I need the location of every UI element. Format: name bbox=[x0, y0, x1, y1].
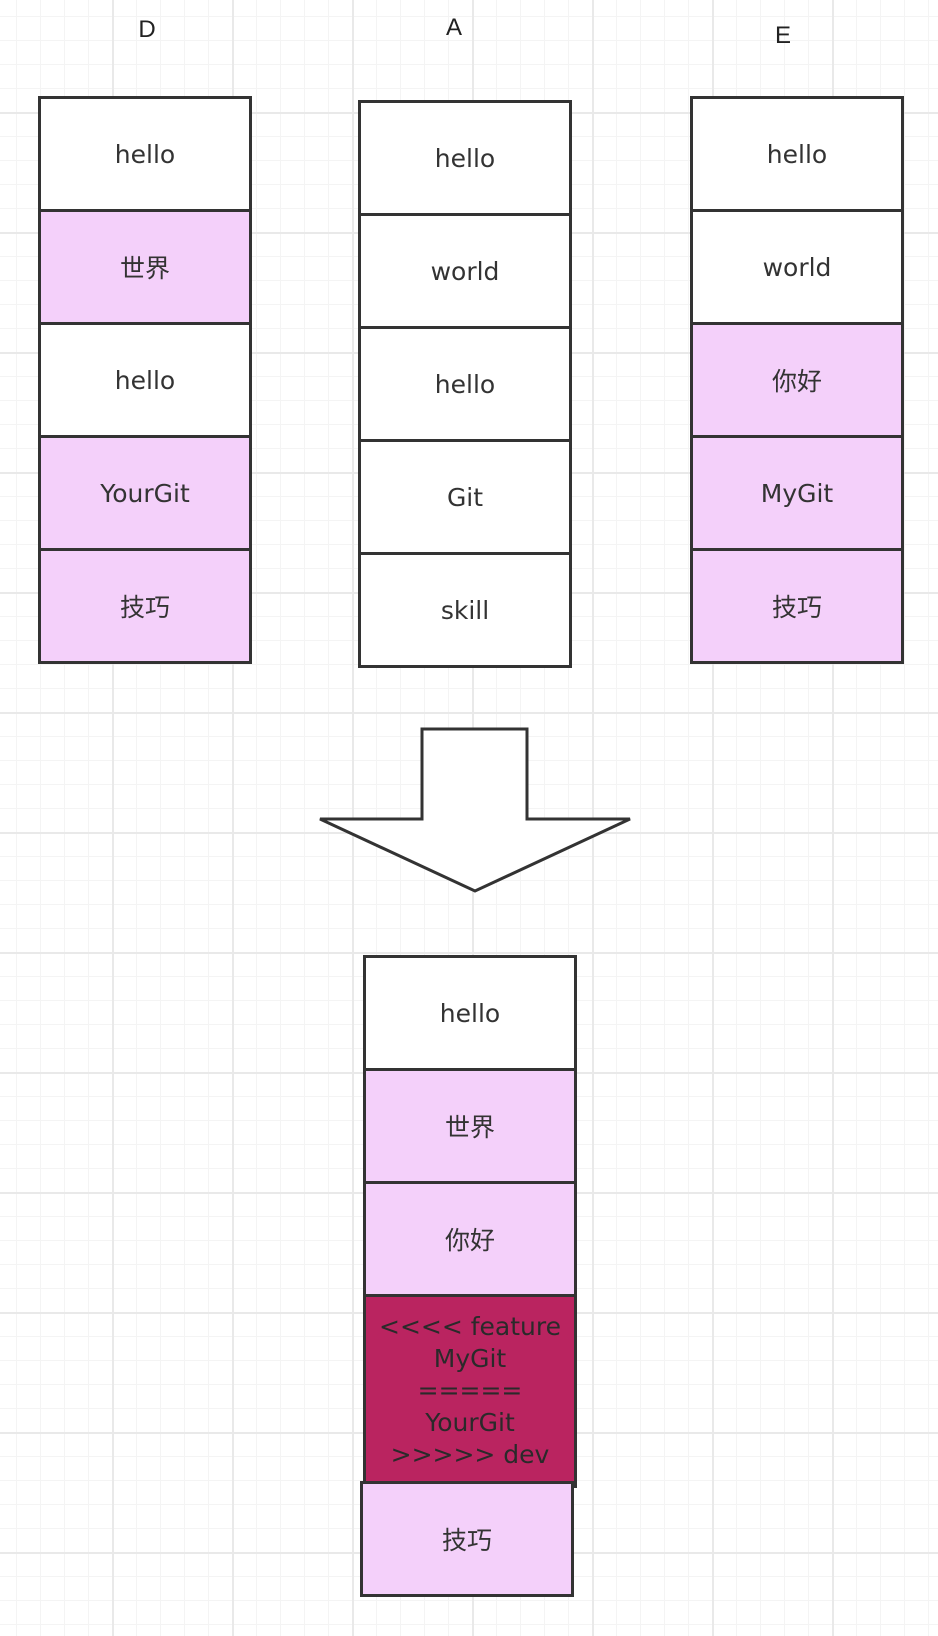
result-cell-last: 技巧 bbox=[360, 1481, 574, 1597]
column-label-d: D bbox=[138, 16, 156, 43]
conflict-marker-start: <<<< feature bbox=[379, 1312, 561, 1341]
cell-d-1: hello bbox=[38, 96, 252, 212]
cell-e-1: hello bbox=[690, 96, 904, 212]
conflict-ours: MyGit bbox=[433, 1344, 507, 1373]
column-label-e: E bbox=[774, 22, 791, 49]
cell-a-5: skill bbox=[358, 552, 572, 668]
cell-e-3: 你好 bbox=[690, 322, 904, 438]
result-cell-2: 世界 bbox=[363, 1068, 577, 1184]
cell-d-3: hello bbox=[38, 322, 252, 438]
conflict-marker-end: >>>>> dev bbox=[390, 1440, 550, 1469]
column-label-a: A bbox=[445, 14, 462, 41]
cell-a-2: world bbox=[358, 213, 572, 329]
cell-d-2: 世界 bbox=[38, 209, 252, 325]
cell-a-4: Git bbox=[358, 439, 572, 555]
cell-d-5: 技巧 bbox=[38, 548, 252, 664]
result-cell-1: hello bbox=[363, 955, 577, 1071]
conflict-separator: ===== bbox=[417, 1376, 523, 1405]
column-d-stack: hello 世界 hello YourGit 技巧 bbox=[38, 96, 252, 680]
down-arrow-icon bbox=[319, 727, 631, 893]
conflict-theirs: YourGit bbox=[425, 1408, 515, 1437]
column-e-stack: hello world 你好 MyGit 技巧 bbox=[690, 96, 904, 680]
cell-a-1: hello bbox=[358, 100, 572, 216]
cell-e-5: 技巧 bbox=[690, 548, 904, 664]
cell-d-4: YourGit bbox=[38, 435, 252, 551]
result-cell-3: 你好 bbox=[363, 1181, 577, 1297]
cell-e-2: world bbox=[690, 209, 904, 325]
result-stack: hello 世界 你好 <<<< feature MyGit ===== You… bbox=[360, 955, 577, 1615]
conflict-cell: <<<< feature MyGit ===== YourGit >>>>> d… bbox=[363, 1294, 577, 1488]
column-a-stack: hello world hello Git skill bbox=[358, 100, 572, 684]
